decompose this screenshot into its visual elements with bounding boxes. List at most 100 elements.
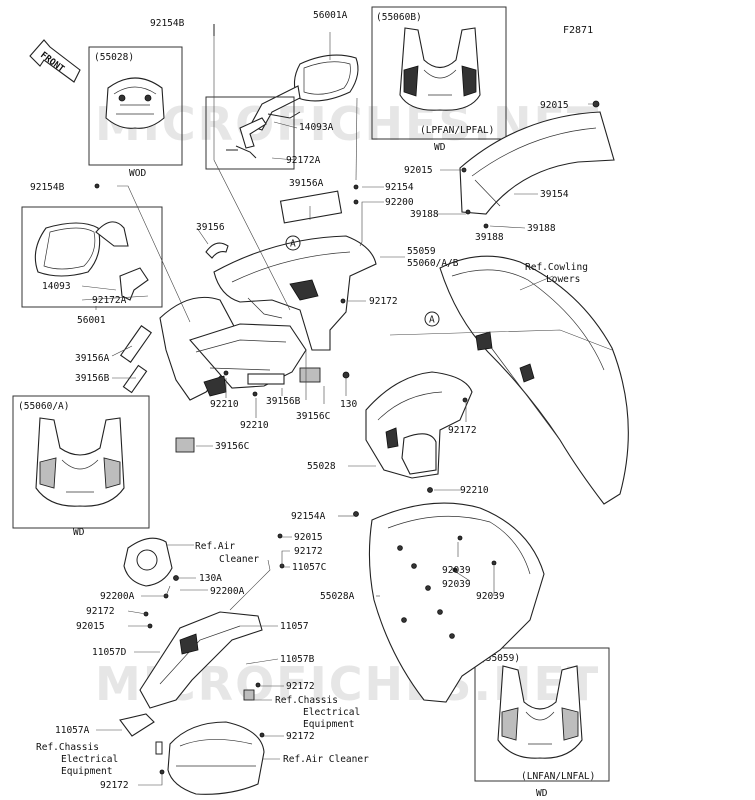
label-92039-c: 92039 bbox=[476, 591, 505, 602]
label-55028: 55028 bbox=[307, 461, 336, 472]
inset-55028: (55028) WOD bbox=[88, 46, 183, 179]
inset-55060b-label: (55060B) bbox=[376, 12, 422, 23]
callout-a-upper: A bbox=[285, 235, 301, 251]
label-56001: 56001 bbox=[77, 315, 106, 326]
label-39156c-mid: 39156C bbox=[296, 411, 330, 422]
label-92172-bracket: 92172 bbox=[286, 681, 315, 692]
label-39156b-left: 39156B bbox=[75, 373, 110, 384]
label-92172-upper: 92172 bbox=[369, 296, 398, 307]
label-11057: 11057 bbox=[280, 621, 309, 632]
label-39154: 39154 bbox=[540, 189, 569, 200]
part-labels: 92154B 56001A 14093A 92172A 92154B 39156… bbox=[30, 10, 569, 791]
windshield bbox=[459, 111, 615, 215]
label-55059: 55059 bbox=[407, 246, 436, 257]
fasteners bbox=[94, 24, 600, 775]
side-panel bbox=[368, 502, 545, 703]
inset-55059-note: WD bbox=[536, 788, 548, 799]
label-92200a-left: 92200A bbox=[100, 591, 135, 602]
label-92154b-left: 92154B bbox=[30, 182, 65, 193]
ref-air-line1: Ref.Air bbox=[195, 541, 235, 552]
figure-code: F2871 bbox=[563, 25, 593, 36]
label-39188-bottom: 39188 bbox=[475, 232, 504, 243]
label-92172a-left: 92172A bbox=[92, 295, 127, 306]
inset-55060b-note: WD bbox=[434, 142, 446, 153]
label-11057a: 11057A bbox=[55, 725, 90, 736]
label-39188-left: 39188 bbox=[410, 209, 439, 220]
callout-a-lower: A bbox=[424, 311, 440, 327]
ref-chassis-r-line1: Ref.Chassis bbox=[275, 695, 338, 706]
ref-chassis-l-line2: Electrical bbox=[61, 754, 118, 765]
label-14093: 14093 bbox=[42, 281, 71, 292]
inset-55060a-note: WD bbox=[73, 527, 85, 538]
ref-air-lower-line1: Ref.Air Cleaner bbox=[283, 754, 369, 765]
label-92210-left: 92210 bbox=[210, 399, 239, 410]
ref-cowling-line2: Lowers bbox=[546, 274, 580, 285]
label-39156a-top: 39156A bbox=[289, 178, 324, 189]
label-55028a: 55028A bbox=[320, 591, 355, 602]
label-39156: 39156 bbox=[196, 222, 225, 233]
inset-55028-note: WOD bbox=[129, 168, 146, 179]
inset-55060b-caption: (LPFAN/LPFAL) bbox=[420, 125, 494, 136]
label-92210-bottom: 92210 bbox=[240, 420, 269, 431]
ref-chassis-r-line3: Equipment bbox=[303, 719, 354, 730]
label-130a: 130A bbox=[199, 573, 222, 584]
ref-cowling-line1: Ref.Cowling bbox=[525, 262, 588, 273]
ref-chassis-r-line2: Electrical bbox=[303, 707, 360, 718]
inset-55059: (55059) (LNFAN/LNFAL) WD bbox=[474, 647, 610, 799]
label-11057d: 11057D bbox=[92, 647, 127, 658]
label-92154a: 92154A bbox=[291, 511, 326, 522]
label-92015-right: 92015 bbox=[540, 100, 569, 111]
label-39156a-mid: 39156A bbox=[75, 353, 110, 364]
callout-a-upper-letter: A bbox=[290, 239, 296, 250]
label-130: 130 bbox=[340, 399, 357, 410]
ref-chassis-electrical-left: Ref.Chassis Electrical Equipment bbox=[36, 742, 118, 777]
ref-chassis-l-line3: Equipment bbox=[61, 766, 112, 777]
label-92015-left-lower: 92015 bbox=[76, 621, 105, 632]
leader-lines bbox=[81, 32, 613, 786]
label-92200: 92200 bbox=[385, 197, 414, 208]
inset-55028-label: (55028) bbox=[94, 52, 134, 63]
inset-55060a: (55060/A) WD bbox=[12, 395, 150, 538]
label-92172-mid: 92172 bbox=[448, 425, 477, 436]
label-11057b: 11057B bbox=[280, 654, 315, 665]
ref-cowling-lowers: Ref.Cowling Lowers bbox=[525, 262, 588, 285]
small-parts bbox=[119, 190, 343, 755]
lower-cowling bbox=[439, 255, 629, 505]
label-39188-right: 39188 bbox=[527, 223, 556, 234]
label-92172-box: 92172 bbox=[286, 731, 315, 742]
label-92172-left-lower: 92172 bbox=[86, 606, 115, 617]
inset-55059-caption: (LNFAN/LNFAL) bbox=[521, 771, 595, 782]
cowl-bracket bbox=[119, 611, 263, 737]
label-56001a: 56001A bbox=[313, 10, 348, 21]
front-arrow: FRONT bbox=[29, 39, 81, 83]
label-92172-lower: 92172 bbox=[294, 546, 323, 557]
inset-55059-label: (55059) bbox=[480, 653, 520, 664]
label-92200a-right: 92200A bbox=[210, 586, 245, 597]
label-92172-bottom: 92172 bbox=[100, 780, 129, 791]
ref-chassis-l-line1: Ref.Chassis bbox=[36, 742, 99, 753]
label-92015-lower: 92015 bbox=[294, 532, 323, 543]
label-39156b: 39156B bbox=[266, 396, 301, 407]
air-cleaner-box bbox=[167, 721, 265, 795]
callout-a-lower-letter: A bbox=[429, 315, 435, 326]
label-92039-a: 92039 bbox=[442, 565, 471, 576]
air-duct bbox=[123, 537, 173, 587]
label-11057c: 11057C bbox=[292, 562, 326, 573]
inset-55060a-label: (55060/A) bbox=[18, 401, 69, 412]
mirror-left bbox=[21, 206, 163, 308]
ref-chassis-electrical-right: Ref.Chassis Electrical Equipment bbox=[275, 695, 360, 730]
label-14093a: 14093A bbox=[299, 122, 334, 133]
label-92015-mid: 92015 bbox=[404, 165, 433, 176]
ref-air-cleaner-lower: Ref.Air Cleaner bbox=[283, 754, 369, 765]
label-92154: 92154 bbox=[385, 182, 414, 193]
ref-air-cleaner-upper: Ref.Air Cleaner bbox=[195, 541, 259, 565]
label-92154b-top: 92154B bbox=[150, 18, 185, 29]
label-55060-a-b: 55060/A/B bbox=[407, 258, 459, 269]
upper-cowl bbox=[159, 235, 377, 401]
mirror-right bbox=[205, 54, 359, 170]
inner-panel bbox=[365, 371, 473, 479]
label-39156c-left: 39156C bbox=[215, 441, 249, 452]
ref-air-line2: Cleaner bbox=[219, 554, 259, 565]
label-92039-b: 92039 bbox=[442, 579, 471, 590]
label-92210-right: 92210 bbox=[460, 485, 489, 496]
